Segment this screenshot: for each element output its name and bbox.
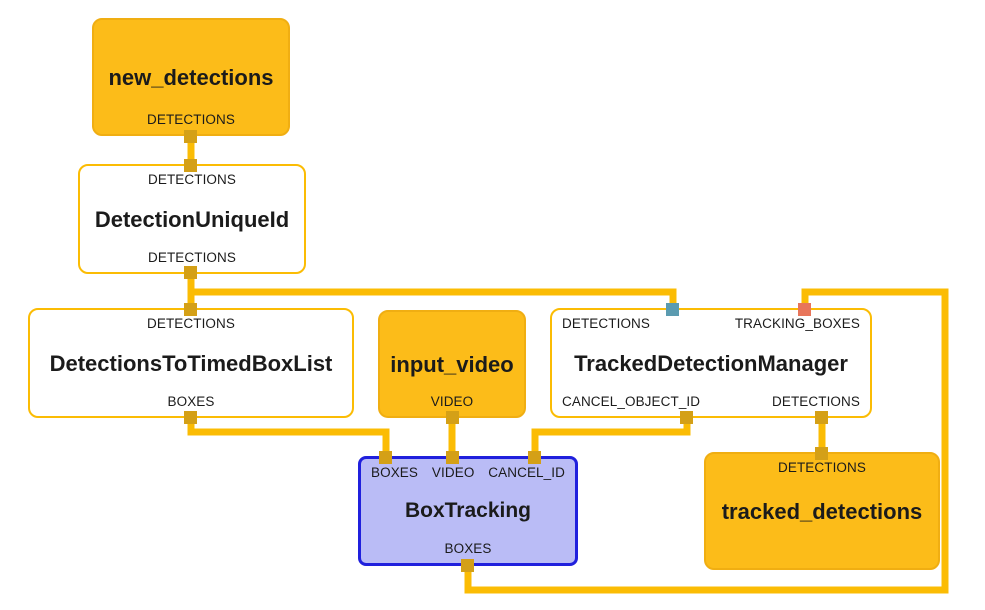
port-box-tracking-in-video[interactable] <box>446 451 459 464</box>
port-label-tracked-detection-manager-out-detections[interactable]: DETECTIONS <box>771 394 860 409</box>
tracked-detection-manager-input-ports: DETECTIONS TRACKING_BOXES <box>562 317 860 332</box>
edge-timed-box-list-to-box-tracking <box>187 418 390 458</box>
node-title-box-tracking: BoxTracking <box>404 499 532 523</box>
tracked-detections-title-wrap: tracked_detections <box>722 476 923 547</box>
tracked-detections-bottom-spacer <box>716 547 928 562</box>
port-label-new-detections-out-detections[interactable]: DETECTIONS <box>146 112 235 127</box>
port-label-tracked-detection-manager-in-detections[interactable]: DETECTIONS <box>562 316 651 331</box>
port-label-input-video-out-video[interactable]: VIDEO <box>430 394 474 409</box>
port-label-detection-unique-id-out-detections[interactable]: DETECTIONS <box>147 250 236 265</box>
port-label-box-tracking-in-video[interactable]: VIDEO <box>431 465 475 480</box>
detections-to-timed-box-list-title-wrap: DetectionsToTimedBoxList <box>50 332 333 395</box>
tracked-detection-manager-output-ports: CANCEL_OBJECT_ID DETECTIONS <box>562 395 860 410</box>
port-detections-to-timed-box-list-in-detections[interactable] <box>184 303 197 316</box>
node-input-video[interactable]: input_video VIDEO <box>378 310 526 418</box>
input-video-output-ports: VIDEO <box>390 395 514 410</box>
detection-unique-id-output-ports: DETECTIONS <box>90 251 294 266</box>
new-detections-output-ports: DETECTIONS <box>104 113 278 128</box>
node-title-detections-to-timed-box-list: DetectionsToTimedBoxList <box>49 350 333 376</box>
port-label-detections-to-timed-box-list-in-detections[interactable]: DETECTIONS <box>146 316 235 331</box>
node-title-detection-unique-id: DetectionUniqueId <box>94 206 290 232</box>
port-new-detections-out-detections[interactable] <box>184 130 197 143</box>
input-video-title-wrap: input_video <box>390 334 513 395</box>
box-tracking-input-ports: BOXES VIDEO CANCEL_ID <box>370 466 566 481</box>
port-tracked-detection-manager-out-detections[interactable] <box>815 411 828 424</box>
detection-unique-id-input-ports: DETECTIONS <box>90 173 294 188</box>
node-title-tracked-detections: tracked_detections <box>721 498 923 524</box>
edge-cancel-object-id-to-box-tracking <box>531 418 691 458</box>
node-title-tracked-detection-manager: TrackedDetectionManager <box>574 350 848 376</box>
input-video-top-spacer <box>390 319 514 334</box>
port-tracked-detection-manager-out-cancel-object-id[interactable] <box>680 411 693 424</box>
port-box-tracking-in-boxes[interactable] <box>379 451 392 464</box>
port-box-tracking-in-cancel-id[interactable] <box>528 451 541 464</box>
detections-to-timed-box-list-input-ports: DETECTIONS <box>40 317 342 332</box>
detections-to-timed-box-list-output-ports: BOXES <box>40 395 342 410</box>
port-tracked-detections-in-detections[interactable] <box>815 447 828 460</box>
node-box-tracking[interactable]: BOXES VIDEO CANCEL_ID BoxTracking BOXES <box>358 456 578 566</box>
port-label-tracked-detections-in-detections[interactable]: DETECTIONS <box>777 460 866 475</box>
node-new-detections[interactable]: new_detections DETECTIONS <box>92 18 290 136</box>
new-detections-title-wrap: new_detections <box>108 42 273 113</box>
node-detection-unique-id[interactable]: DETECTIONS DetectionUniqueId DETECTIONS <box>78 164 306 274</box>
port-label-tracked-detection-manager-in-tracking-boxes[interactable]: TRACKING_BOXES <box>734 316 860 331</box>
tracked-detections-input-ports: DETECTIONS <box>716 461 928 476</box>
new-detections-top-spacer <box>104 27 278 42</box>
port-label-tracked-detection-manager-out-cancel-object-id[interactable]: CANCEL_OBJECT_ID <box>562 394 701 409</box>
detection-unique-id-title-wrap: DetectionUniqueId <box>95 188 289 251</box>
port-detection-unique-id-in-detections[interactable] <box>184 159 197 172</box>
box-tracking-output-ports: BOXES <box>371 542 565 557</box>
port-label-box-tracking-out-boxes[interactable]: BOXES <box>444 541 492 556</box>
box-tracking-title-wrap: BoxTracking <box>405 481 531 542</box>
node-tracked-detection-manager[interactable]: DETECTIONS TRACKING_BOXES TrackedDetecti… <box>550 308 872 418</box>
node-title-input-video: input_video <box>390 351 514 377</box>
node-detections-to-timed-box-list[interactable]: DETECTIONS DetectionsToTimedBoxList BOXE… <box>28 308 354 418</box>
port-tracked-detection-manager-in-tracking-boxes[interactable] <box>798 303 811 316</box>
edge-box-tracking-to-tracking-boxes <box>464 288 949 594</box>
port-box-tracking-out-boxes[interactable] <box>461 559 474 572</box>
port-tracked-detection-manager-in-detections[interactable] <box>666 303 679 316</box>
port-label-box-tracking-in-boxes[interactable]: BOXES <box>371 465 419 480</box>
port-detection-unique-id-out-detections[interactable] <box>184 266 197 279</box>
port-label-box-tracking-in-cancel-id[interactable]: CANCEL_ID <box>488 465 565 480</box>
tracked-detection-manager-title-wrap: TrackedDetectionManager <box>574 332 848 395</box>
node-title-new-detections: new_detections <box>108 64 274 90</box>
port-input-video-out-video[interactable] <box>446 411 459 424</box>
port-detections-to-timed-box-list-out-boxes[interactable] <box>184 411 197 424</box>
port-label-detection-unique-id-in-detections[interactable]: DETECTIONS <box>147 172 236 187</box>
node-tracked-detections[interactable]: DETECTIONS tracked_detections <box>704 452 940 570</box>
port-label-detections-to-timed-box-list-out-boxes[interactable]: BOXES <box>167 394 215 409</box>
